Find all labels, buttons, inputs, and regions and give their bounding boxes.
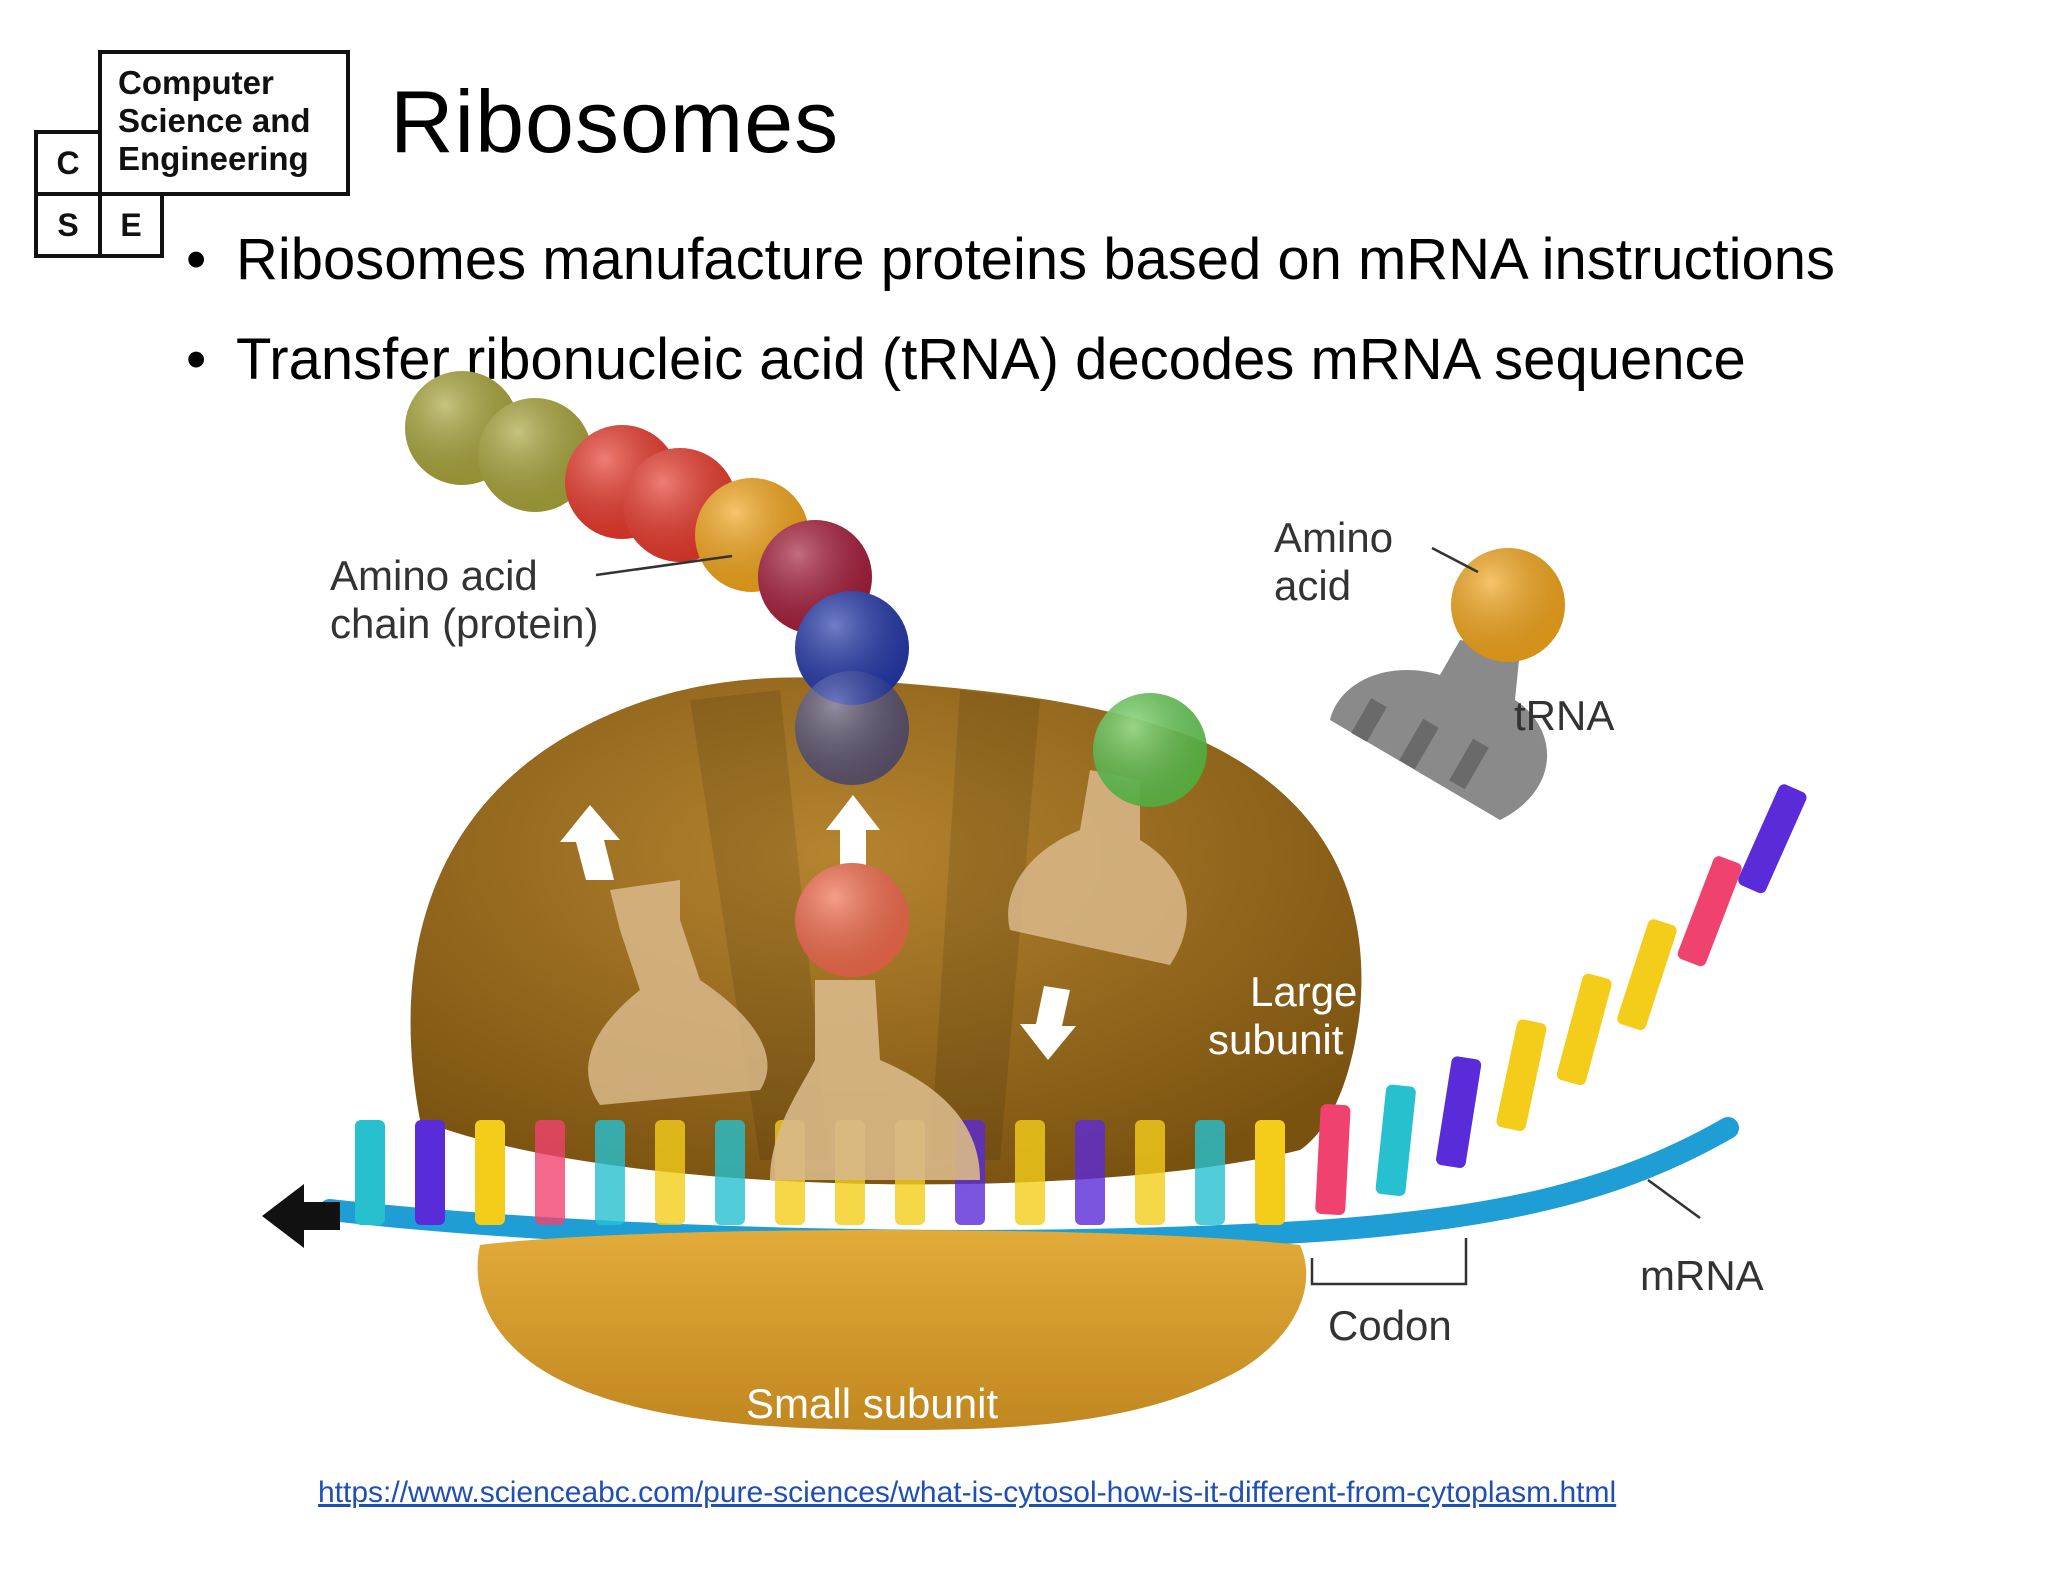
cse-logo: Computer Science and Engineering C S E: [34, 50, 354, 260]
slide-title: Ribosomes: [390, 72, 840, 171]
amino-acid-bead-shine: [795, 863, 909, 977]
label-large-subunit: subunit: [1208, 1016, 1344, 1063]
label-small-subunit: Small subunit: [746, 1380, 998, 1427]
mrna-base: [1496, 1019, 1547, 1132]
arrow-down-icon: [1020, 986, 1076, 1060]
amino-acid-bead-shine: [1093, 693, 1207, 807]
label-mrna: mRNA: [1640, 1252, 1764, 1299]
logo-letter-c: C: [56, 144, 80, 181]
arrow-left-icon: [262, 1184, 340, 1248]
pointer-amino-acid: [1431, 546, 1479, 574]
trna-p-site: [770, 980, 980, 1180]
label-amino-acid-chain: chain (protein): [330, 600, 598, 647]
logo-word-computer: Computer: [118, 64, 274, 101]
bullet-dot-icon: •: [186, 227, 207, 292]
pointer-amino-chain: [595, 554, 733, 577]
mrna-base: [1677, 856, 1742, 967]
small-subunit: [477, 1230, 1307, 1430]
logo-wordmark: Computer Science and Engineering: [118, 64, 311, 178]
amino-acid-bead-shine: [795, 591, 909, 705]
large-subunit-shade: [690, 690, 830, 1160]
mrna-base: [1075, 1120, 1105, 1225]
mrna-base: [1375, 1084, 1416, 1196]
mrna-base: [1255, 1120, 1285, 1225]
label-amino-acid: acid: [1274, 562, 1351, 609]
amino-acid-chain: [405, 371, 1207, 977]
mrna-base: [1556, 973, 1612, 1086]
mrna-base: [1135, 1120, 1165, 1225]
mrna-base: [1315, 1104, 1351, 1215]
label-amino-acid-chain: Amino acid: [330, 552, 538, 599]
label-amino-acid: Amino: [1274, 514, 1393, 561]
logo-main-box: [98, 50, 350, 196]
trna-exit-site: [588, 880, 768, 1105]
label-trna: tRNA: [1514, 692, 1614, 739]
logo-box-e: E: [98, 192, 164, 258]
logo-letter-e: E: [120, 206, 142, 243]
mrna-base: [355, 1120, 385, 1225]
label-large-subunit: Large: [1250, 968, 1357, 1015]
bullet-dot-icon: •: [186, 327, 207, 392]
bullet-item: • Ribosomes manufacture proteins based on…: [182, 210, 1835, 310]
logo-word-engineering: Engineering: [118, 140, 309, 177]
amino-acid-bead-shine: [795, 671, 909, 785]
mrna-base: [1195, 1120, 1225, 1225]
mrna-base: [1015, 1120, 1045, 1225]
trna-a-site: [1008, 770, 1187, 965]
mrna-base: [715, 1120, 745, 1225]
logo-word-science: Science and: [118, 102, 311, 139]
pointer-mrna: [1647, 1178, 1701, 1220]
label-codon: Codon: [1328, 1302, 1452, 1349]
mrna-base: [415, 1120, 445, 1225]
arrow-up-icon: [560, 805, 620, 880]
large-subunit-shade: [930, 690, 1040, 1160]
mrna-base: [535, 1120, 565, 1225]
mrna-base: [1738, 784, 1807, 894]
free-trna: [1330, 640, 1548, 820]
mrna-base: [595, 1120, 625, 1225]
source-link[interactable]: https://www.scienceabc.com/pure-sciences…: [318, 1476, 1617, 1509]
mrna-base: [475, 1120, 505, 1225]
bullet-text: Ribosomes manufacture proteins based on …: [236, 227, 1835, 292]
amino-acid-bead-shine: [478, 398, 592, 512]
mrna-base: [1436, 1056, 1482, 1168]
mrna-base: [1617, 919, 1677, 1031]
arrow-up-icon: [826, 795, 880, 870]
free-amino-acid-shine: [1451, 548, 1565, 662]
codon-bracket: [1310, 1238, 1468, 1286]
mrna-base: [655, 1120, 685, 1225]
logo-letter-s: S: [57, 206, 79, 243]
